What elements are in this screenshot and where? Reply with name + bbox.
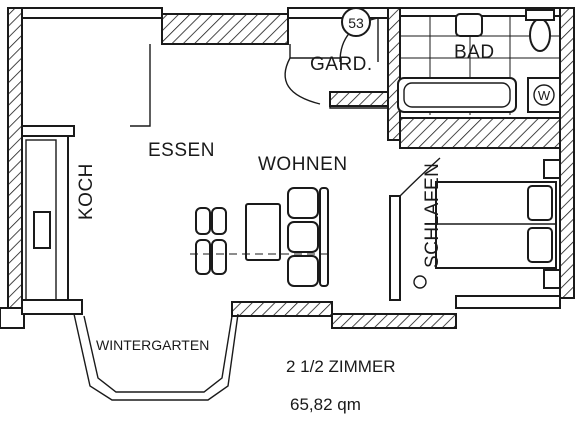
label-essen: ESSEN xyxy=(148,140,215,161)
bottom-wall-bed xyxy=(455,295,561,309)
top-window xyxy=(161,13,289,45)
left-outer-wall xyxy=(7,7,23,309)
washing-machine-drum xyxy=(533,84,555,106)
inner-wall-top xyxy=(130,44,151,127)
label-schlafen: SCHLAFEN xyxy=(422,163,443,268)
bath-wall-left xyxy=(387,7,401,141)
bath-sink xyxy=(455,13,483,37)
washing-machine-label: W xyxy=(538,88,551,103)
bathtub xyxy=(397,77,517,113)
unit-number: 53 xyxy=(348,15,364,31)
wintergarten-inner xyxy=(83,315,233,393)
label-bad: BAD xyxy=(454,42,495,63)
label-gard: GARD. xyxy=(310,54,373,75)
double-bed xyxy=(435,159,561,289)
label-wohnen: WOHNEN xyxy=(258,154,348,175)
label-koch: KOCH xyxy=(76,163,97,220)
top-wall xyxy=(21,7,163,19)
toilet-tank xyxy=(525,9,555,21)
unit-type: 2 1/2 ZIMMER xyxy=(286,357,396,376)
wardrobe xyxy=(399,117,561,149)
bedroom-wall xyxy=(389,195,401,301)
toilet xyxy=(529,18,551,52)
bath-wall-right xyxy=(559,7,575,299)
wintergarten-outline xyxy=(73,313,239,401)
bathtub-inner xyxy=(403,82,511,108)
garderobe-door xyxy=(284,57,340,105)
garderobe-wall-fill xyxy=(329,91,389,107)
sofa-set xyxy=(287,187,329,287)
kitchen-wall xyxy=(21,125,75,137)
left-outer-wall-lower xyxy=(0,307,25,329)
bottom-wall-left xyxy=(21,299,83,315)
unit-area: 65,82 qm xyxy=(290,395,361,414)
label-wintergarten: WINTERGARTEN xyxy=(96,337,209,353)
kitchen-stove xyxy=(33,211,51,249)
bedroom-light xyxy=(413,275,427,289)
unit-number-badge xyxy=(341,7,371,37)
bottom-wall-mid xyxy=(231,301,333,317)
bedroom-door xyxy=(399,157,441,197)
bottom-wall-right xyxy=(331,313,457,329)
top-wall-right xyxy=(287,7,389,19)
dining-set xyxy=(195,203,281,275)
